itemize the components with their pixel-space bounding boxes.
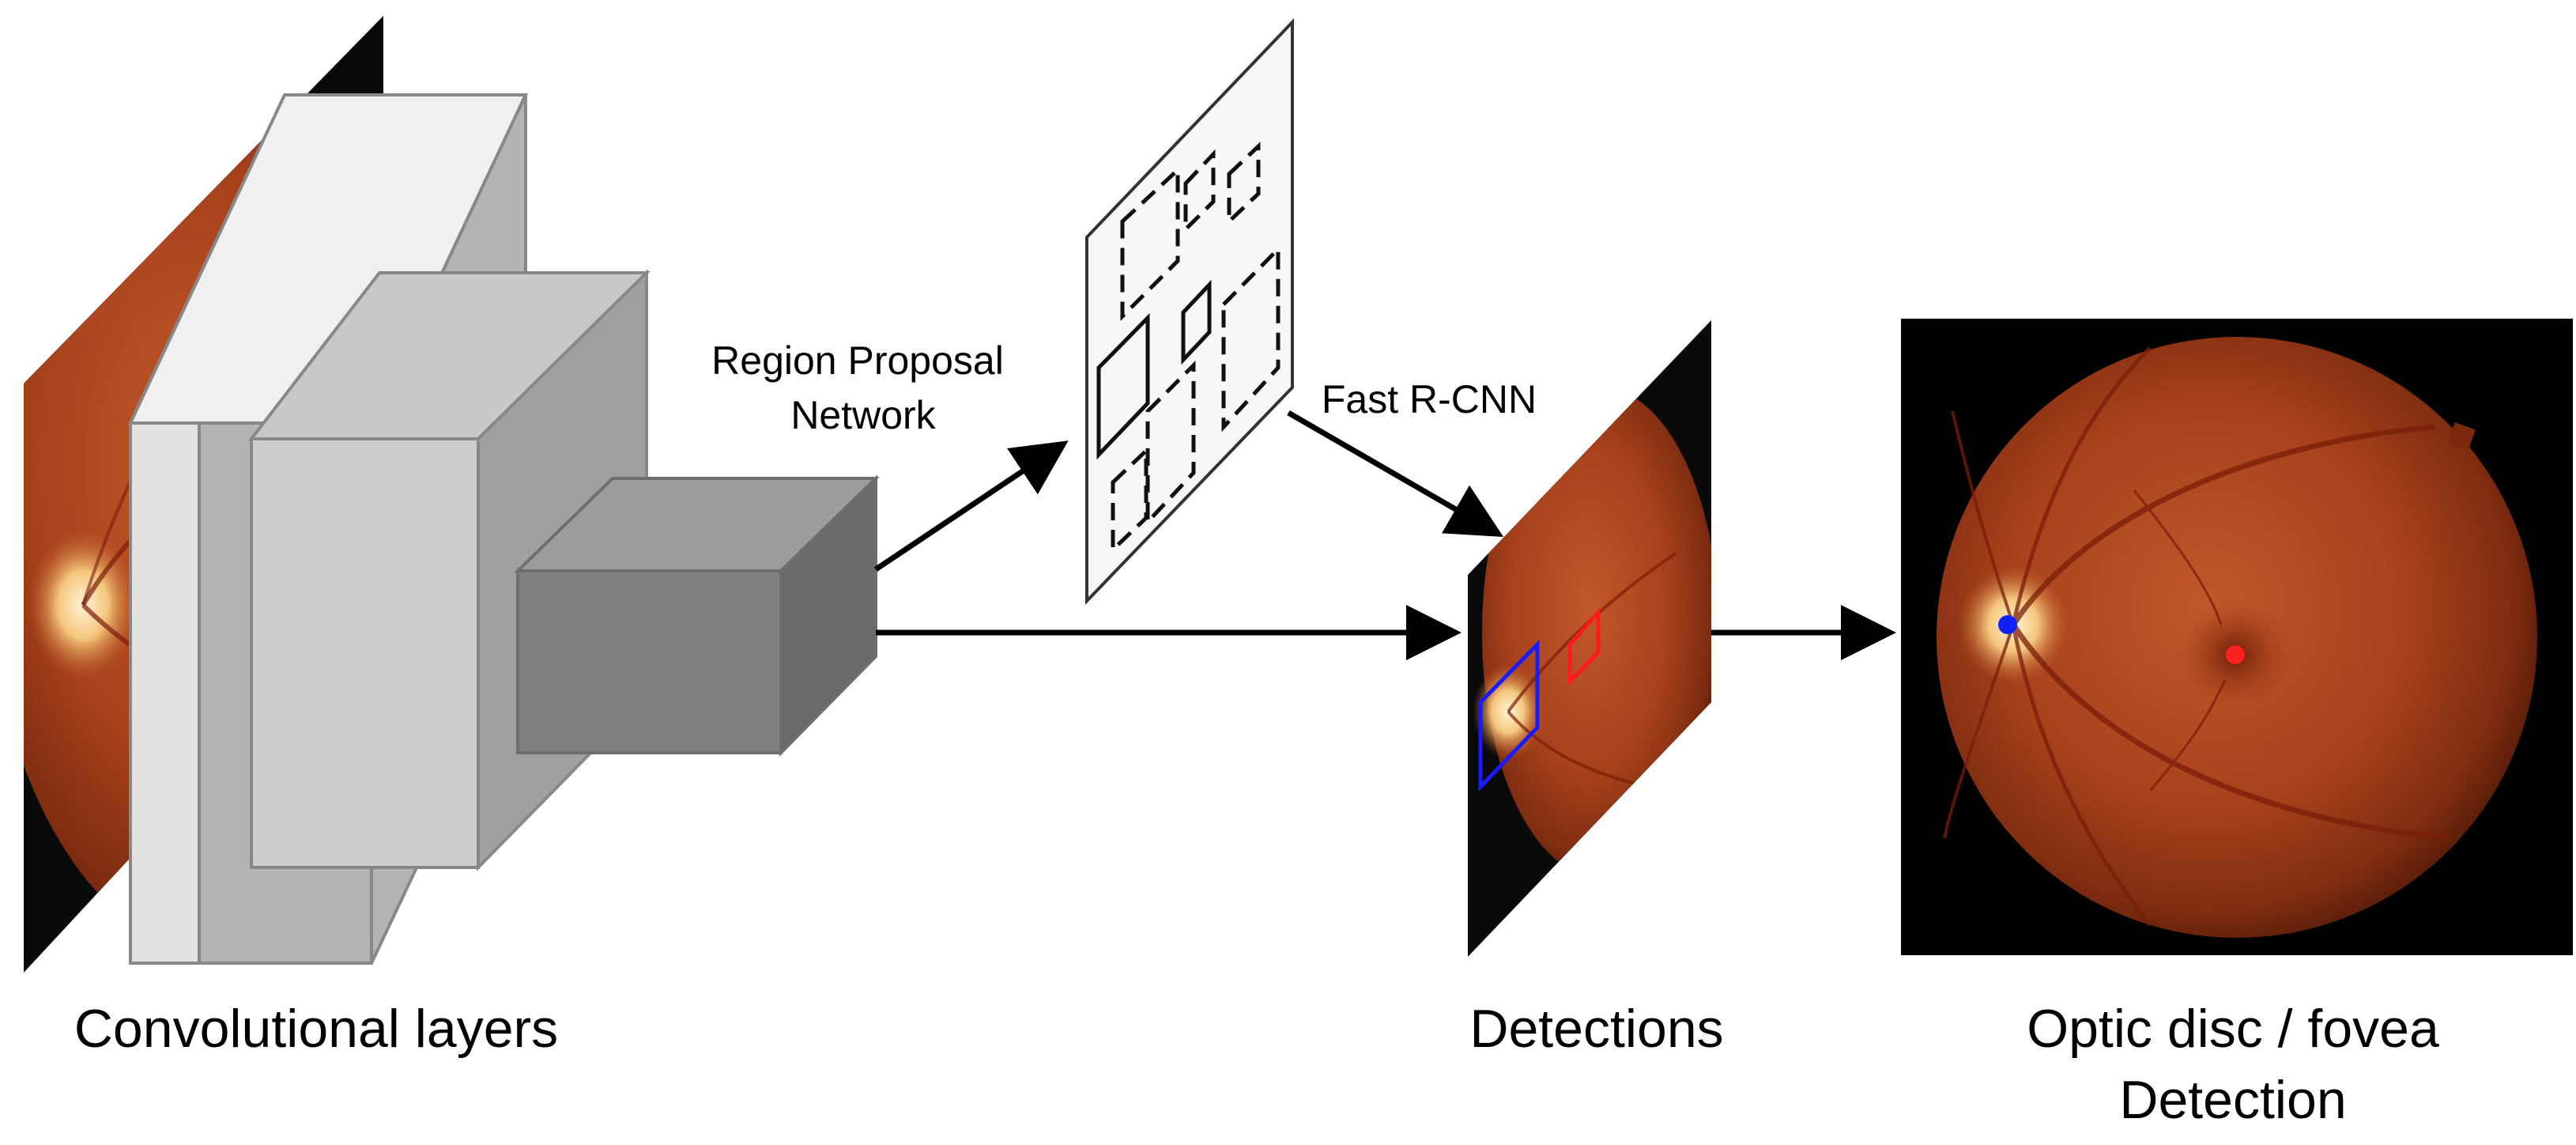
conv-block-3 (514, 474, 880, 757)
rpn-label-line2: Network (790, 393, 936, 437)
fovea-marker (2226, 645, 2245, 664)
optic-disc-box (1478, 639, 1540, 792)
rpn-label-line1: Region Proposal (711, 338, 1004, 383)
output-fundus-image (1901, 319, 2573, 955)
fast-rcnn-label: Fast R-CNN (1322, 377, 1537, 421)
arrow-to-rpn (874, 440, 1069, 572)
optic-disc-marker (1998, 615, 2017, 634)
conv-layers-label: Convolutional layers (74, 999, 558, 1059)
output-label-line1: Optic disc / fovea (2027, 999, 2439, 1059)
detections-image (1468, 320, 1711, 957)
proposal-solid-box (1096, 312, 1150, 460)
proposal-solid-box (1181, 279, 1212, 365)
fovea-box (1567, 607, 1601, 687)
proposal-dashed-box (1145, 360, 1196, 527)
proposal-dashed-box (1120, 165, 1180, 322)
output-label-line2: Detection (2119, 1070, 2346, 1130)
proposal-dashed-box (1227, 142, 1261, 226)
proposal-dashed-box (1221, 244, 1280, 433)
region-proposals-panel (1085, 18, 1294, 605)
detections-label: Detections (1469, 999, 1723, 1059)
proposal-dashed-box (1183, 149, 1216, 235)
arrow-fast-rcnn (1287, 410, 1504, 537)
